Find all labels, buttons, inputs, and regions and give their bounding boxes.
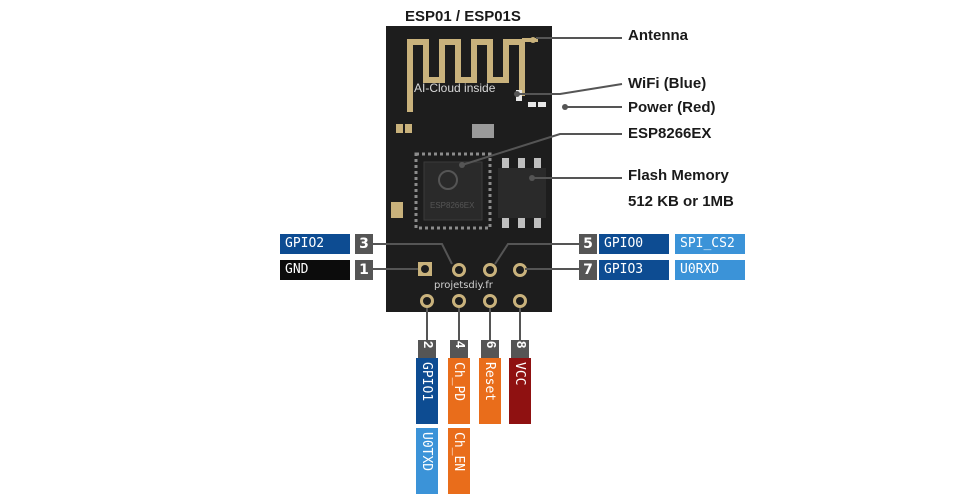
antenna-board-text: AI-Cloud inside xyxy=(414,81,496,95)
antenna-trace xyxy=(407,39,525,112)
esp8266ex-chip: ESP8266EX xyxy=(414,152,492,230)
pin2-number: 2 xyxy=(418,340,436,358)
pin6-label: Reset xyxy=(479,358,501,424)
leader-lines xyxy=(373,37,623,340)
chip-print: ESP8266EX xyxy=(430,201,475,210)
chip-callout: ESP8266EX xyxy=(628,125,712,142)
pin6-label-text: Reset xyxy=(482,362,497,402)
flash-memory-chip xyxy=(498,158,546,228)
pin8-number-text: 8 xyxy=(514,341,529,349)
pin8-number: 8 xyxy=(511,340,529,358)
pin4-label-text: Ch_PD xyxy=(451,362,466,402)
pin7-alt-label: U0RXD xyxy=(675,260,745,280)
pin7-number: 7 xyxy=(579,260,597,280)
pin6-number-text: 6 xyxy=(484,341,499,349)
flash-callout-line2: 512 KB or 1MB xyxy=(628,193,734,210)
site-print: projetsdiy.fr xyxy=(434,280,494,291)
pin2-alt-text: U0TXD xyxy=(419,432,434,472)
pin2-label-text: GPIO1 xyxy=(419,362,434,402)
pin5-label: GPIO0 xyxy=(599,234,669,254)
pin4-alt-text: Ch_EN xyxy=(451,432,466,472)
pin8-label: VCC xyxy=(509,358,531,424)
pin4-number-text: 4 xyxy=(453,341,468,349)
pin5-number: 5 xyxy=(579,234,597,254)
pin2-number-text: 2 xyxy=(421,341,436,349)
pin2-alt-label: U0TXD xyxy=(416,428,438,494)
pin5-alt-label: SPI_CS2 xyxy=(675,234,745,254)
wifi-led-callout: WiFi (Blue) xyxy=(628,75,707,92)
pin4-alt-label: Ch_EN xyxy=(448,428,470,494)
pin7-label: GPIO3 xyxy=(599,260,669,280)
diagram-title: ESP01 / ESP01S xyxy=(405,8,521,25)
pin1-number: 1 xyxy=(355,260,373,280)
pin3-label: GPIO2 xyxy=(280,234,350,254)
pin1-label: GND xyxy=(280,260,350,280)
pin2-label: GPIO1 xyxy=(416,358,438,424)
pin4-label: Ch_PD xyxy=(448,358,470,424)
pin8-label-text: VCC xyxy=(512,362,527,386)
header-pins xyxy=(418,262,527,308)
pin4-number: 4 xyxy=(450,340,468,358)
antenna-callout: Antenna xyxy=(628,27,688,44)
pin6-number: 6 xyxy=(481,340,499,358)
flash-callout-line1: Flash Memory xyxy=(628,167,729,184)
pin3-number: 3 xyxy=(355,234,373,254)
power-led-callout: Power (Red) xyxy=(628,99,716,116)
power-led xyxy=(528,102,536,107)
